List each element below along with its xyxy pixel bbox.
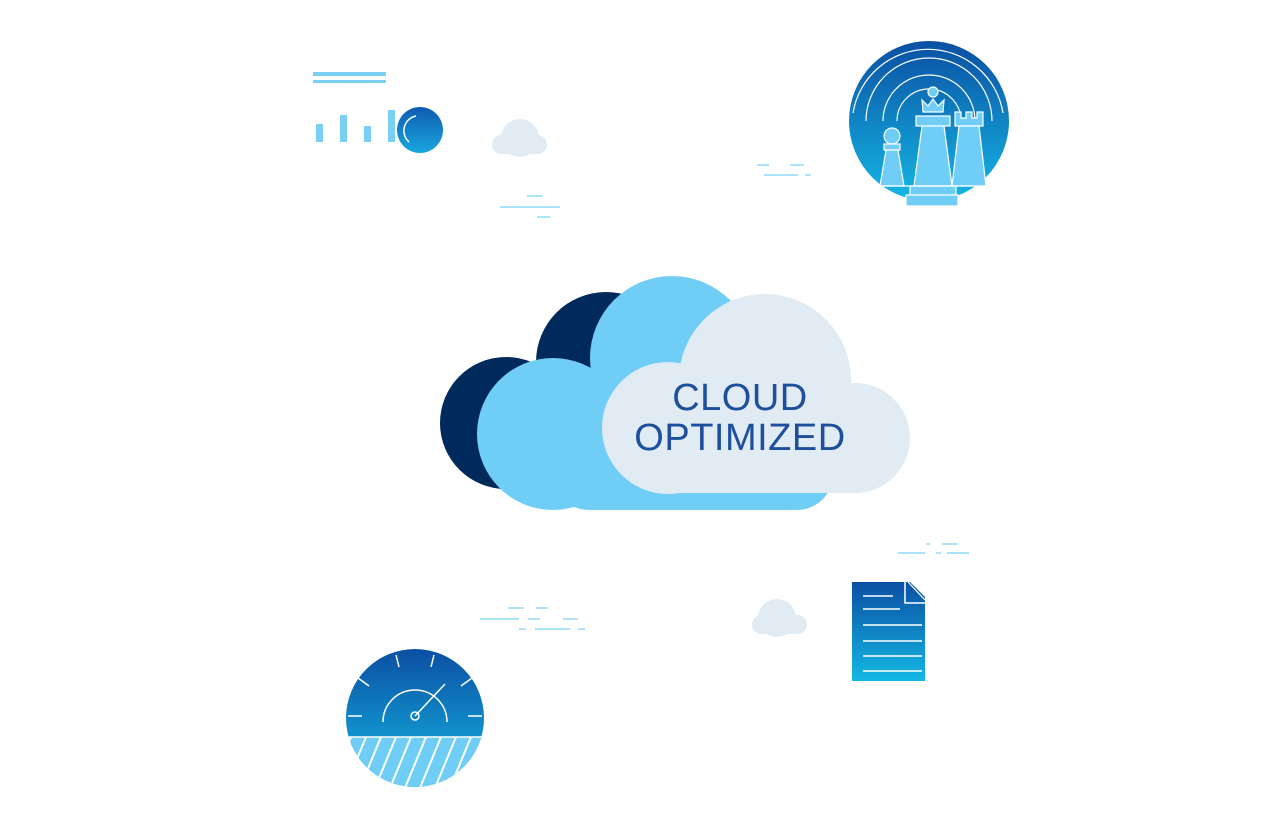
headline-line-1: CLOUD	[672, 377, 808, 419]
motion-lines	[480, 164, 969, 630]
document-icon	[852, 581, 926, 681]
speedometer-icon	[346, 649, 484, 787]
small-cloud-icon	[492, 119, 547, 157]
headline-line-2: OPTIMIZED	[634, 417, 846, 459]
main-cloud	[440, 276, 910, 510]
bar-chart-icon	[313, 72, 443, 153]
headline: CLOUD OPTIMIZED	[600, 378, 880, 458]
chess-strategy-icon	[849, 41, 1009, 207]
small-cloud-icon	[752, 599, 807, 637]
